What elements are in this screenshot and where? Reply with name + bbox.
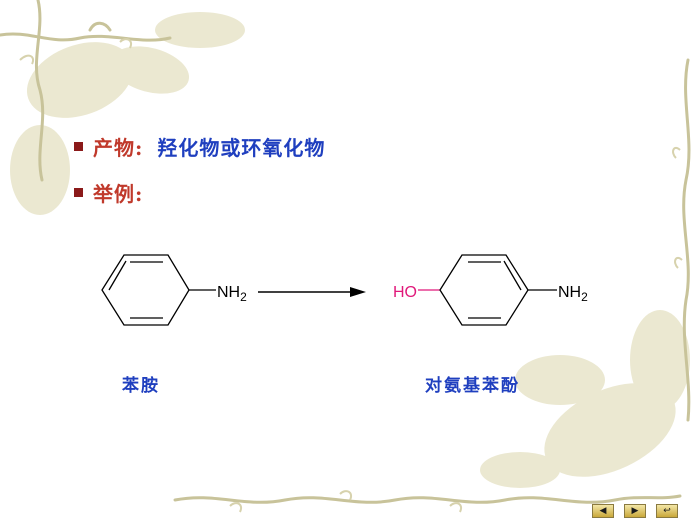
- bullet-product: 产物: 羟化物或环氧化物: [74, 132, 325, 161]
- bullet-label: 产物:: [93, 136, 144, 160]
- bullet-example: 举例:: [74, 178, 143, 207]
- bullet-label: 举例:: [93, 182, 144, 206]
- benzene-ring-reactant: [101, 254, 190, 326]
- bullet-value: 羟化物或环氧化物: [157, 136, 326, 160]
- product-amine-label: NH2: [558, 284, 588, 304]
- hydroxyl-label: HO: [393, 284, 417, 301]
- reaction-arrow-head: [350, 287, 366, 297]
- bullet-square-icon: [74, 188, 83, 197]
- reactant-name: 苯胺: [122, 376, 160, 396]
- bullet-square-icon: [74, 142, 83, 151]
- prev-slide-button[interactable]: ◀: [592, 504, 614, 518]
- next-arrow-icon: ▶: [631, 505, 639, 516]
- next-slide-button[interactable]: ▶: [624, 504, 646, 518]
- prev-arrow-icon: ◀: [599, 505, 607, 516]
- return-button[interactable]: ↩: [656, 504, 678, 518]
- benzene-ring-product: [439, 254, 529, 326]
- product-name: 对氨基苯酚: [425, 376, 520, 396]
- return-icon: ↩: [663, 505, 671, 516]
- reactant-amine-label: NH2: [217, 284, 247, 304]
